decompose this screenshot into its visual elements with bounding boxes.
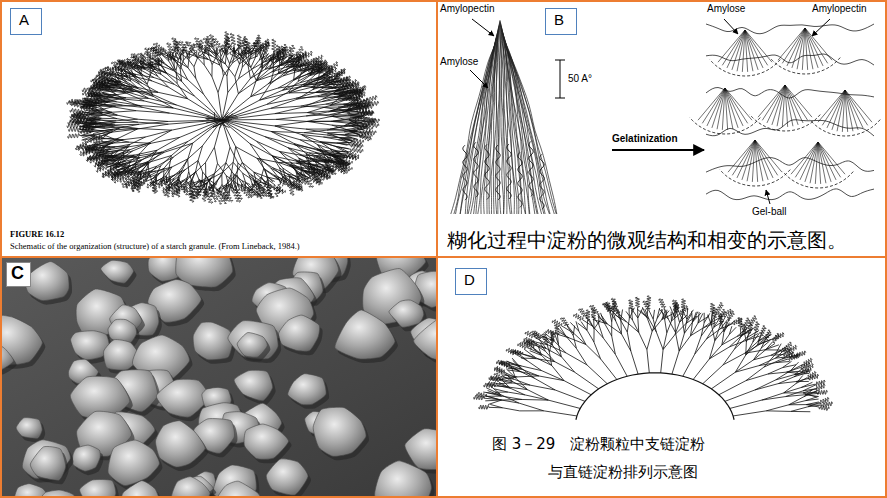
figure-label: 50 A° (568, 73, 592, 85)
figure-label: 糊化过程中淀粉的微观结构和相变的示意图。 (447, 229, 847, 252)
figure-label: Amylose (440, 56, 478, 68)
granule-schematic (67, 32, 380, 204)
panel-letter-box: B (545, 8, 577, 35)
panel-letter-box: C (6, 262, 31, 287)
gelatinization-schematic (451, 19, 880, 214)
figure-label: Gelatinization (612, 133, 678, 145)
panel-letter: A (19, 11, 33, 28)
panel-letter-box: A (10, 8, 42, 35)
figure-label: Schematic of the organization (structure… (10, 242, 300, 252)
figure-label: Amylopectin (812, 3, 866, 15)
figure-label: Amylose (707, 3, 745, 15)
figure-label: Gel-ball (752, 206, 786, 218)
panel-letter: B (554, 11, 568, 28)
granule-micrograph (0, 258, 437, 498)
panel-letter: D (464, 271, 478, 288)
figure-label: 与直链淀粉排列示意图 (548, 464, 698, 481)
panel-letter: C (11, 263, 26, 284)
panel-letter-box: D (455, 268, 487, 295)
figure-label: 图 3－29 淀粉颗粒中支链淀粉 (492, 436, 705, 453)
figure-label: FIGURE 16.12 (10, 230, 64, 240)
fan-schematic (474, 296, 833, 420)
figure-label: Amylopectin (440, 3, 494, 15)
